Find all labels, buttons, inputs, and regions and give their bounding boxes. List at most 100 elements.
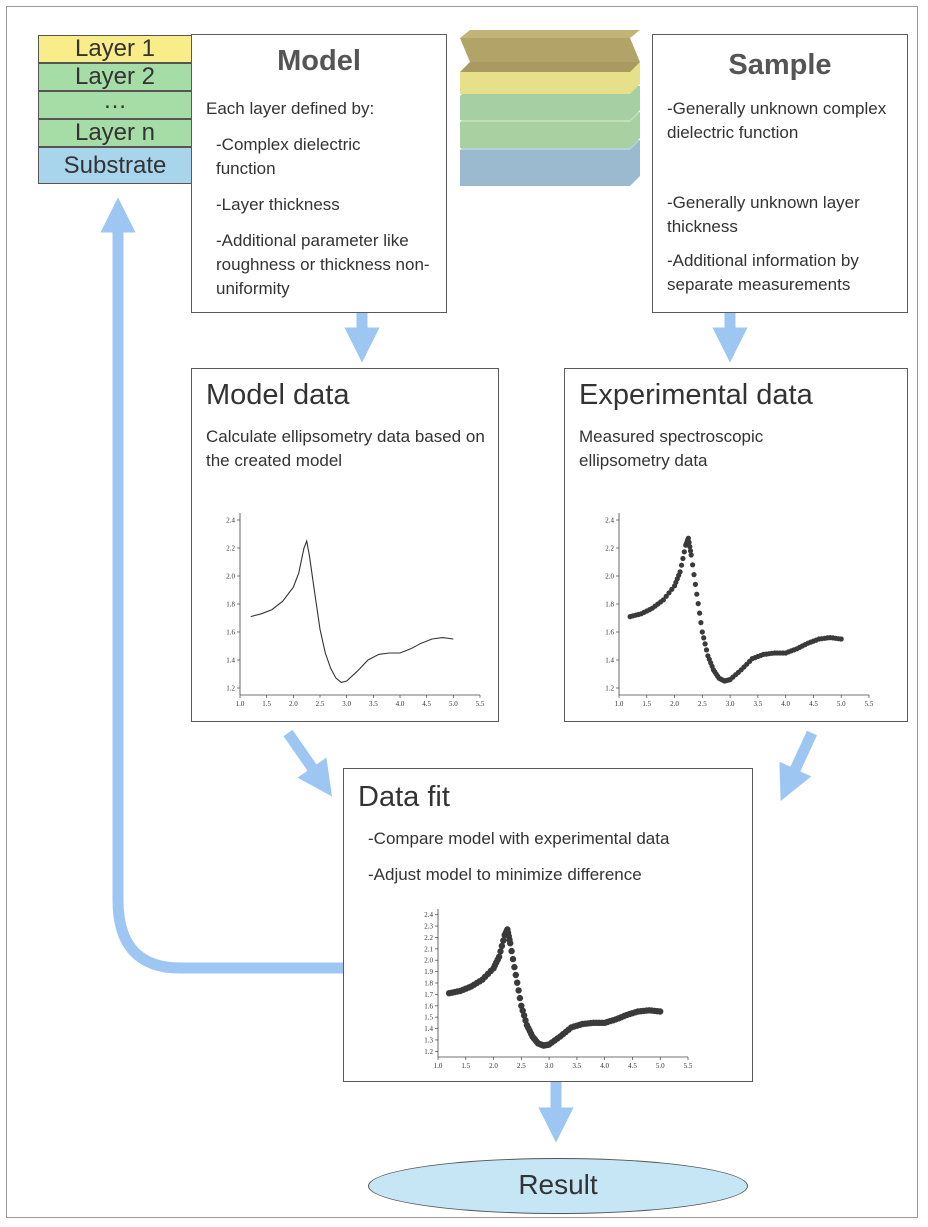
data-point: [515, 987, 522, 994]
data-point: [685, 535, 691, 541]
data-point: [500, 937, 507, 944]
x-tick-label: 2.5: [517, 1062, 526, 1070]
data-point: [692, 581, 698, 587]
x-tick-label: 1.0: [236, 700, 245, 708]
y-tick-label: 1.9: [424, 968, 433, 976]
x-tick-label: 5.5: [865, 700, 874, 708]
x-tick-label: 4.5: [628, 1062, 637, 1070]
x-tick-label: 5.5: [684, 1062, 693, 1070]
arrow-fit-feedback-to-layers: [100, 197, 343, 974]
x-tick-label: 3.0: [342, 700, 351, 708]
y-tick-label: 1.2: [226, 685, 235, 693]
y-tick-label: 1.5: [424, 1014, 433, 1022]
data-point: [657, 1008, 664, 1015]
x-tick-label: 2.0: [289, 700, 298, 708]
data-point: [511, 963, 518, 971]
data-point: [688, 552, 694, 558]
experimental-data-title: Experimental data: [579, 379, 813, 411]
diagram-frame: [6, 6, 918, 1218]
model-item-2: -Layer thickness: [216, 195, 340, 214]
data-point: [699, 629, 705, 635]
data-point: [697, 610, 703, 616]
model-data-title: Model data: [206, 379, 350, 411]
data-point: [495, 953, 503, 960]
data-point: [701, 635, 707, 641]
x-tick-label: 2.5: [698, 700, 707, 708]
sample-item-2: -Generally unknown layer thickness: [667, 193, 860, 236]
model-data-box: Model data Calculate ellipsometry data b…: [191, 368, 499, 722]
model-box: Model Each layer defined by: -Complex di…: [191, 34, 447, 313]
x-tick-label: 1.5: [262, 700, 271, 708]
y-tick-label: 1.8: [226, 601, 235, 609]
layer-1: Layer 1: [38, 35, 192, 63]
data-point: [678, 562, 685, 568]
model-item-1: -Complex dielectric function: [216, 135, 361, 178]
x-tick-label: 1.0: [434, 1062, 443, 1070]
x-tick-label: 5.0: [837, 700, 846, 708]
data-point: [498, 942, 506, 950]
y-tick-label: 1.3: [424, 1036, 433, 1044]
data-fit-box: Data fit -Compare model with experimenta…: [343, 768, 753, 1082]
y-tick-label: 2.3: [424, 923, 433, 931]
x-tick-label: 4.5: [422, 700, 431, 708]
series-line: [250, 538, 454, 684]
model-item-3: -Additional parameter like roughness or …: [216, 231, 430, 298]
arrow-modeldata-to-fit: [283, 729, 333, 797]
data-point: [518, 1002, 525, 1009]
y-tick-label: 2.0: [424, 957, 433, 965]
y-tick-label: 2.2: [424, 934, 433, 942]
data-point: [677, 569, 683, 575]
data-point: [519, 1007, 526, 1014]
y-tick-label: 1.4: [605, 657, 614, 665]
data-point: [690, 562, 696, 568]
x-tick-label: 3.5: [754, 700, 763, 708]
x-tick-label: 3.5: [369, 700, 378, 708]
x-tick-label: 4.0: [600, 1062, 609, 1070]
y-tick-label: 2.0: [605, 573, 614, 581]
x-tick-label: 2.0: [489, 1062, 498, 1070]
data-fit-title: Data fit: [358, 781, 450, 813]
data-point: [681, 549, 687, 555]
model-title: Model: [277, 45, 361, 77]
layer-ellipsis: …: [38, 89, 192, 119]
y-tick-label: 2.4: [424, 911, 433, 919]
y-tick-label: 2.0: [226, 573, 235, 581]
layer-substrate: Substrate: [38, 147, 192, 184]
data-point: [686, 539, 692, 545]
data-point: [508, 947, 515, 955]
y-tick-label: 1.8: [605, 601, 614, 609]
arrow-expdata-to-fit: [779, 730, 817, 801]
y-tick-label: 1.2: [605, 685, 614, 693]
x-tick-label: 2.5: [316, 700, 325, 708]
data-point: [514, 979, 521, 986]
data-point: [838, 636, 844, 642]
data-point: [663, 593, 669, 599]
y-tick-label: 1.4: [424, 1025, 433, 1033]
layer-stack-illustration: [460, 30, 640, 186]
x-tick-label: 5.0: [449, 700, 458, 708]
data-point: [687, 548, 694, 554]
x-tick-label: 4.0: [396, 700, 405, 708]
data-point: [660, 597, 666, 603]
layer-n: Layer n: [38, 119, 192, 147]
result-ellipse: Result: [368, 1158, 748, 1214]
x-tick-label: 3.0: [545, 1062, 554, 1070]
data-point: [512, 971, 519, 979]
data-point: [680, 555, 686, 562]
data-point: [520, 1012, 528, 1019]
layer-2: Layer 2: [38, 63, 192, 91]
y-tick-label: 1.6: [424, 1002, 433, 1010]
data-point: [695, 601, 701, 607]
y-tick-label: 1.4: [226, 657, 235, 665]
y-tick-label: 1.6: [605, 629, 614, 637]
data-point: [694, 591, 700, 597]
y-tick-label: 2.4: [605, 517, 614, 525]
sample-title: Sample: [728, 49, 832, 81]
x-tick-label: 1.0: [615, 700, 624, 708]
x-tick-label: 5.0: [656, 1062, 665, 1070]
data-point: [516, 994, 524, 1002]
y-tick-label: 1.7: [424, 991, 433, 999]
model-data-text: Calculate ellipsometry data based on the…: [206, 427, 485, 470]
